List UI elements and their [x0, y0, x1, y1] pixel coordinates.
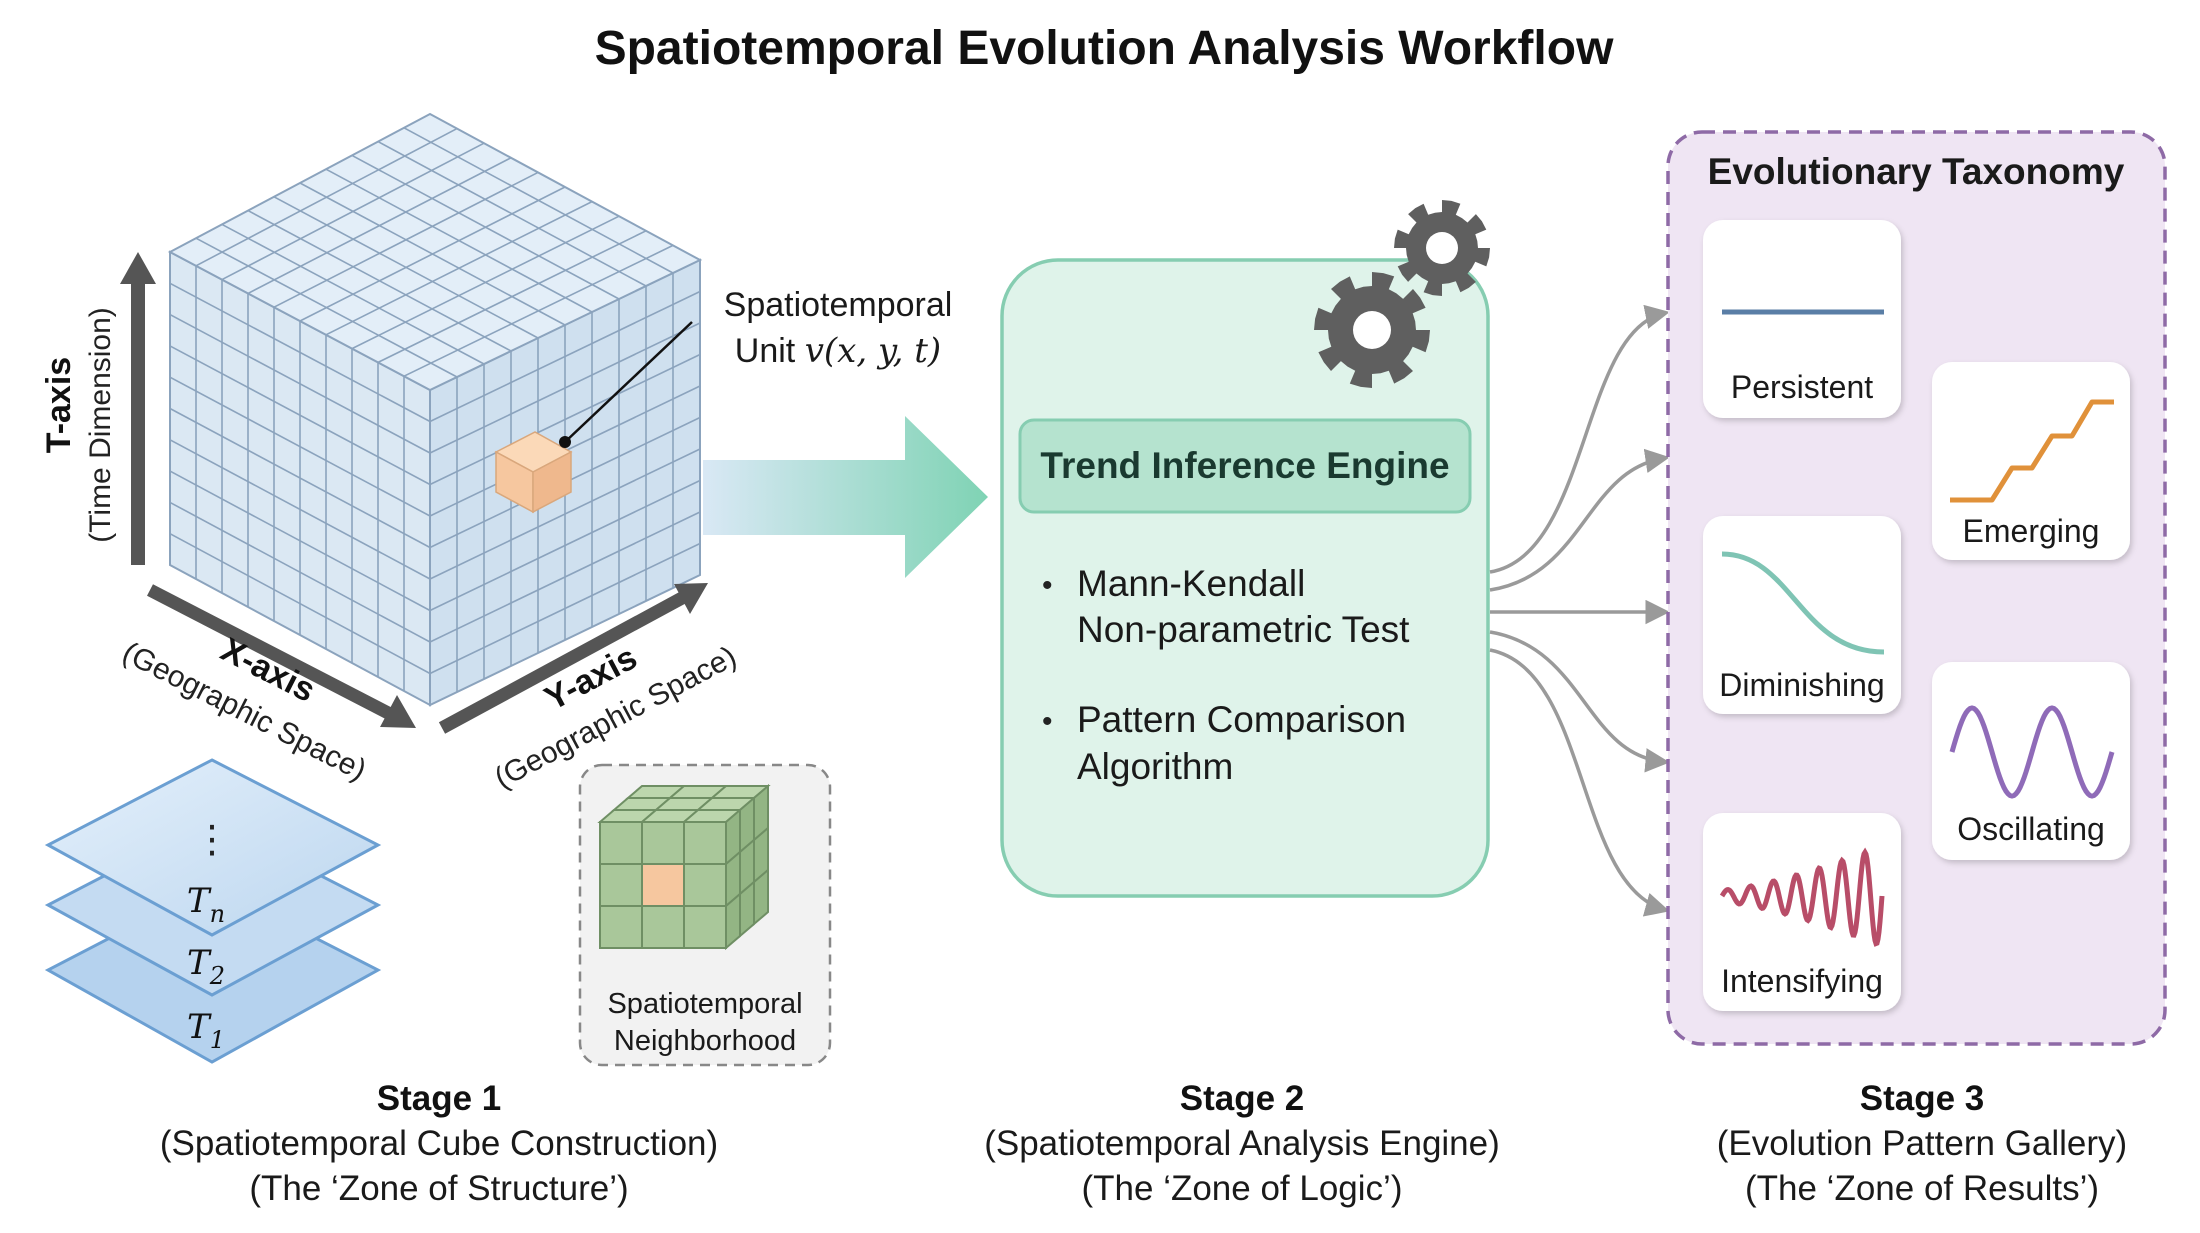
- bullet-1-line1: Mann-Kendall: [1077, 563, 1305, 604]
- bullet-marker-2: •: [1042, 705, 1053, 738]
- unit-callout-line2: Unit v(x, y, t): [735, 331, 941, 371]
- stage1-to-stage2-arrow: [703, 416, 988, 578]
- connector-persistent: [1489, 304, 1670, 574]
- gear-hole: [1426, 232, 1458, 264]
- cube-grid-line: [169, 407, 431, 549]
- cube-grid-line: [429, 479, 701, 612]
- pattern-label-emerging: Emerging: [1963, 513, 2100, 549]
- connector-intensifying: [1489, 648, 1670, 917]
- taxonomy-title: Evolutionary Taxonomy: [1708, 151, 2125, 192]
- pattern-connectors: [1489, 304, 1670, 917]
- stage1-caption-line2: (The ‘Zone of Structure’): [249, 1169, 628, 1208]
- cube-grid-line: [377, 140, 647, 287]
- cube-grid-line: [169, 439, 431, 580]
- bullet-1-line2: Non-parametric Test: [1077, 609, 1410, 650]
- emerging-trend-line: [1950, 399, 2114, 503]
- neighborhood-cell: [683, 905, 727, 949]
- layer-ellipsis: ⋮: [193, 819, 231, 861]
- oscillating-trend-line: [1949, 705, 2115, 799]
- time-layer-tn: [44, 758, 382, 937]
- diminishing-trend-line: [1721, 551, 1885, 655]
- neighborhood-cell: [599, 905, 643, 949]
- t-axis-sublabel: (Time Dimension): [84, 307, 117, 543]
- cube-grid-line: [325, 200, 593, 336]
- connector-emerging: [1489, 448, 1670, 592]
- neighborhood-cube: [597, 783, 771, 951]
- gear-icon: [1394, 200, 1490, 296]
- cube-grid-line: [169, 470, 431, 612]
- pattern-label-diminishing: Diminishing: [1719, 667, 1884, 703]
- pattern-card-persistent: Persistent: [1703, 220, 1901, 418]
- connector-oscillating: [1489, 630, 1670, 773]
- pattern-label-intensifying: Intensifying: [1721, 963, 1883, 999]
- cube-grid-line: [403, 244, 674, 377]
- stage3-caption-title: Stage 3: [1860, 1079, 1985, 1118]
- neighborhood-cell: [599, 863, 643, 907]
- unit-callout-line1: Spatiotemporal: [724, 286, 953, 324]
- spatiotemporal-cube: [167, 112, 703, 707]
- cube-grid-line: [429, 448, 701, 580]
- stage2-caption-line1: (Spatiotemporal Analysis Engine): [984, 1124, 1500, 1163]
- stage2-caption-title: Stage 2: [1180, 1079, 1305, 1118]
- cube-grid-line: [403, 127, 674, 274]
- t-axis-arrowhead: [120, 252, 156, 284]
- y-axis-arrowhead: [674, 583, 708, 614]
- intensifying-trend-line: [1719, 847, 1885, 947]
- cube-grid-line: [169, 501, 431, 643]
- gear-icon: [1314, 272, 1430, 388]
- layer-label-t2: T2: [187, 943, 225, 990]
- diagram-title: Spatiotemporal Evolution Analysis Workfl…: [595, 22, 1614, 75]
- cube-grid-line: [325, 168, 593, 313]
- neighborhood-center-unit: [641, 863, 685, 907]
- stage2-caption-line2: (The ‘Zone of Logic’): [1082, 1169, 1403, 1208]
- neighborhood-label-line2: Neighborhood: [614, 1025, 796, 1057]
- pattern-card-emerging: Emerging: [1932, 362, 2130, 560]
- cube-grid-line: [377, 230, 647, 364]
- trend-inference-engine-title: Trend Inference Engine: [1040, 445, 1449, 486]
- cube-grid-line: [299, 186, 566, 322]
- x-axis-arrowhead: [380, 695, 416, 728]
- neighborhood-cell: [683, 863, 727, 907]
- stage3-caption-line2: (The ‘Zone of Results’): [1745, 1169, 2099, 1208]
- layer-label-t1: T1: [187, 1007, 225, 1054]
- pattern-card-diminishing: Diminishing: [1703, 516, 1901, 714]
- unit-callout-dot: [559, 436, 571, 448]
- cube-grid-line: [429, 511, 701, 643]
- stage3-caption-line1: (Evolution Pattern Gallery): [1717, 1124, 2127, 1163]
- cube-grid-line: [351, 154, 620, 300]
- neighborhood-cell-side: [753, 867, 769, 927]
- layer-label-tn: Tn: [187, 881, 225, 928]
- cube-grid-line: [429, 542, 701, 675]
- trend-inference-engine-box: [1018, 418, 1472, 514]
- y-axis-arrow: [438, 592, 686, 734]
- cube-grid-line: [169, 532, 431, 675]
- bullet-2-line1: Pattern Comparison: [1077, 699, 1406, 740]
- neighborhood-cell: [683, 821, 727, 865]
- neighborhood-cell: [641, 905, 685, 949]
- cube-grid-line: [351, 215, 620, 350]
- unit-callout-line: [564, 321, 693, 443]
- cube-grid-lines: [169, 127, 701, 692]
- pattern-label-oscillating: Oscillating: [1957, 811, 2105, 847]
- bullet-marker-1: •: [1042, 569, 1053, 602]
- gear-hole: [1353, 311, 1391, 349]
- neighborhood-cell: [641, 821, 685, 865]
- bullet-2-line2: Algorithm: [1077, 746, 1233, 787]
- neighborhood-cell: [599, 821, 643, 865]
- pattern-card-intensifying: Intensifying: [1703, 813, 1901, 1011]
- neighborhood-label-line1: Spatiotemporal: [607, 988, 802, 1020]
- t-axis-label: T-axis: [40, 357, 78, 453]
- pattern-label-persistent: Persistent: [1731, 369, 1873, 405]
- stage1-caption-title: Stage 1: [377, 1079, 502, 1118]
- pattern-card-oscillating: Oscillating: [1932, 662, 2130, 860]
- stage1-caption-line1: (Spatiotemporal Cube Construction): [160, 1124, 718, 1163]
- time-layers: [44, 758, 382, 1064]
- spatiotemporal-unit: [494, 431, 573, 514]
- x-axis-arrow: [147, 584, 395, 721]
